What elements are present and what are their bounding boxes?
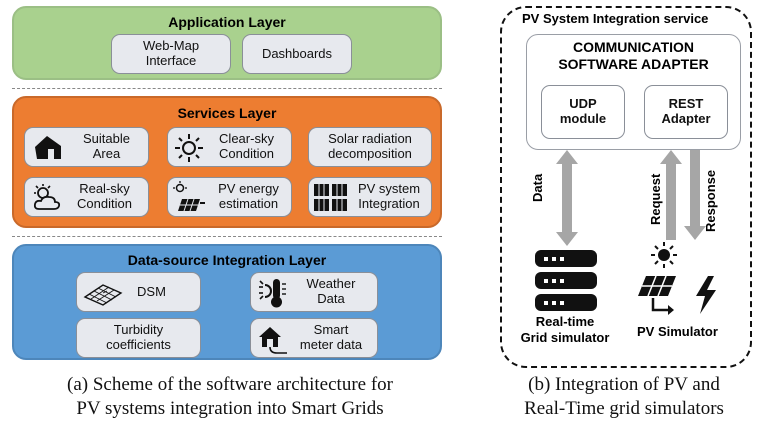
rest-adapter-box: REST Adapter bbox=[644, 85, 728, 139]
thermometer-icon bbox=[259, 279, 286, 308]
services-layer: Services Layer Suitable Area Clear-sky C… bbox=[12, 96, 442, 228]
request-arrow bbox=[660, 150, 682, 240]
house-icon bbox=[35, 136, 61, 159]
clear-sky-condition-box: Clear-sky Condition bbox=[167, 127, 292, 167]
pv-system-integration-box: PV system Integration bbox=[308, 177, 432, 217]
turbidity-coefficients-box: Turbidity coefficients bbox=[76, 318, 201, 358]
services-layer-title: Services Layer bbox=[177, 105, 277, 121]
sun-icon bbox=[175, 134, 203, 162]
application-layer: Application Layer Web-Map Interface Dash… bbox=[12, 6, 442, 80]
lightning-bolt-icon bbox=[696, 276, 716, 314]
weather-data-box: Weather Data bbox=[250, 272, 378, 312]
server-rack-icon bbox=[535, 250, 597, 311]
response-arrow-label: Response bbox=[703, 169, 718, 232]
communication-adapter-box: COMMUNICATION SOFTWARE ADAPTER UDP modul… bbox=[526, 34, 741, 150]
pv-simulator-label: PV Simulator bbox=[637, 324, 718, 339]
grid-simulator-label: Real-time Grid simulator bbox=[520, 314, 610, 346]
separator-bottom bbox=[12, 236, 442, 237]
caption-b: (b) Integration of PV and Real-Time grid… bbox=[524, 374, 724, 419]
data-arrow-label: Data bbox=[530, 173, 545, 202]
real-sky-condition-box: Real-sky Condition bbox=[24, 177, 149, 217]
data-source-layer: Data-source Integration Layer DSM Weathe… bbox=[12, 244, 442, 360]
solar-panel-icon bbox=[173, 181, 205, 212]
smart-home-icon bbox=[259, 327, 287, 354]
sun-icon-pv bbox=[651, 242, 677, 268]
pv-energy-estimation-box: PV energy estimation bbox=[167, 177, 292, 217]
data-source-layer-title: Data-source Integration Layer bbox=[127, 252, 327, 268]
web-map-interface-box: Web-Map Interface bbox=[111, 34, 231, 74]
response-arrow bbox=[684, 150, 706, 240]
pv-service-title: PV System Integration service bbox=[522, 11, 709, 26]
solar-array-icon bbox=[314, 184, 347, 211]
udp-module-box: UDP module bbox=[541, 85, 625, 139]
adapter-title: COMMUNICATION SOFTWARE ADAPTER bbox=[558, 39, 709, 72]
solar-panel-icon-pv bbox=[638, 275, 676, 315]
data-arrow bbox=[556, 150, 578, 246]
suitable-area-box: Suitable Area bbox=[24, 127, 149, 167]
pv-integration-service-frame bbox=[500, 6, 752, 368]
terrain-mesh-icon bbox=[83, 284, 123, 306]
separator-top bbox=[12, 88, 442, 89]
solar-radiation-decomposition-box: Solar radiation decomposition bbox=[308, 127, 432, 167]
caption-a: (a) Scheme of the software architecture … bbox=[67, 374, 393, 419]
application-layer-title: Application Layer bbox=[168, 14, 286, 30]
cloud-sun-icon bbox=[33, 184, 61, 210]
dashboards-box: Dashboards bbox=[242, 34, 352, 74]
request-arrow-label: Request bbox=[648, 173, 663, 225]
smart-meter-data-box: Smart meter data bbox=[250, 318, 378, 358]
dsm-box: DSM bbox=[76, 272, 201, 312]
